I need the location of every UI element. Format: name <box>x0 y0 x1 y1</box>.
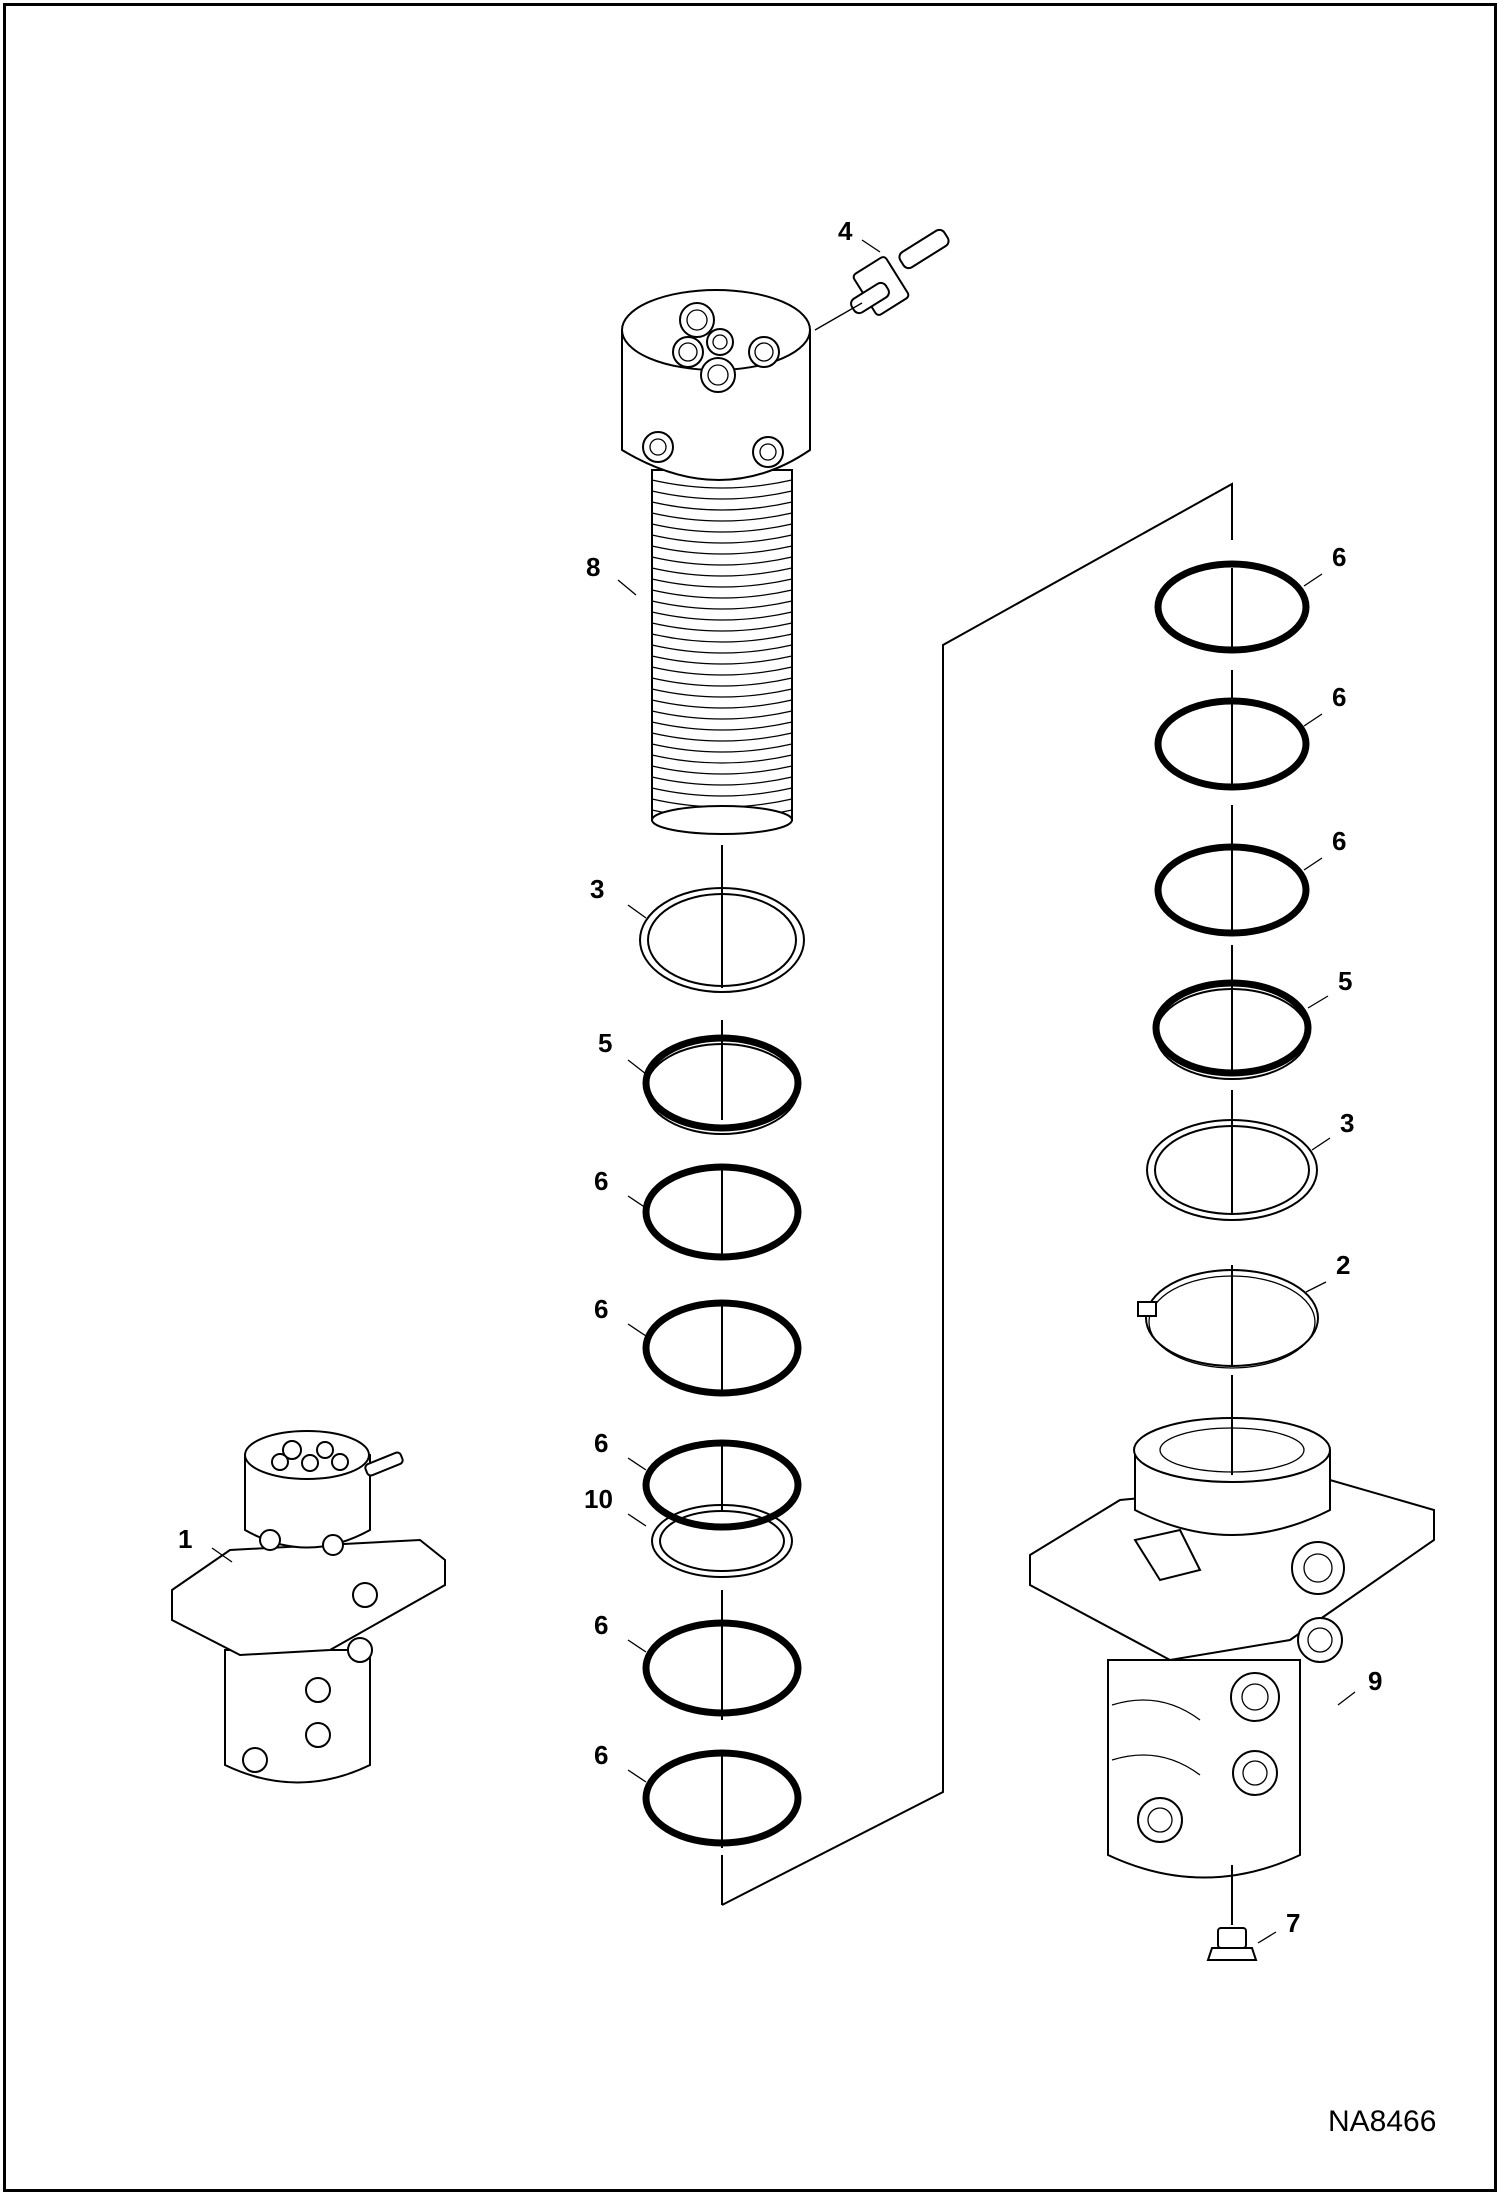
rotor-groove <box>651 677 793 687</box>
rotor-groove <box>651 523 793 533</box>
right-ring-stack <box>1137 560 1319 1369</box>
leader-line <box>627 1639 647 1653</box>
rotor-groove <box>651 754 793 764</box>
rotor-groove <box>651 743 793 753</box>
callout-1: 1 <box>178 1524 192 1554</box>
callout-6-left-4: 6 <box>594 1610 608 1640</box>
rotor-groove <box>651 765 793 775</box>
callout-2: 2 <box>1336 1250 1350 1280</box>
callout-6-right-1: 6 <box>1332 542 1346 572</box>
callout-6-right-2: 6 <box>1332 682 1346 712</box>
rotor-groove <box>651 512 793 522</box>
callout-4: 4 <box>838 216 853 246</box>
rotor-groove <box>651 655 793 665</box>
rotor-groove <box>651 633 793 643</box>
callout-7: 7 <box>1286 1908 1300 1938</box>
leader-line <box>1303 857 1323 871</box>
rotor-groove <box>651 721 793 731</box>
leader-line <box>627 1195 647 1209</box>
rotor-groove <box>651 589 793 599</box>
callout-5-right: 5 <box>1338 966 1352 996</box>
rotor-groove <box>651 699 793 709</box>
part-9-housing <box>1029 1417 1435 1879</box>
rotor-groove <box>651 578 793 588</box>
rotor-groove <box>651 688 793 698</box>
callout-3-left: 3 <box>590 874 604 904</box>
part-7-plug <box>1206 1927 1258 1961</box>
rotor-groove <box>651 776 793 786</box>
connector-line <box>721 482 1233 1906</box>
figure-id: NA8466 <box>1328 2105 1436 2138</box>
leader-line <box>1303 713 1323 727</box>
leader-line <box>627 1323 647 1337</box>
leader-line <box>627 904 647 919</box>
rotor-groove <box>651 534 793 544</box>
callout-6-left-2: 6 <box>594 1294 608 1324</box>
leader-line <box>1305 1281 1327 1293</box>
rotor-groove <box>651 490 793 500</box>
part-6-ring-left-3 <box>642 1439 802 1531</box>
part-8-rotor <box>621 289 811 835</box>
rotor-groove <box>651 787 793 797</box>
leader-line <box>1303 573 1323 587</box>
leader-line <box>627 1457 647 1471</box>
callout-8: 8 <box>586 552 600 582</box>
leader-line-1 <box>211 1547 233 1563</box>
callout-6-right-3: 6 <box>1332 826 1346 856</box>
rotor-groove <box>651 501 793 511</box>
callout-5-left: 5 <box>598 1028 612 1058</box>
leader-line-8 <box>617 579 637 596</box>
leader-line <box>1307 995 1329 1009</box>
rotor-groove <box>651 600 793 610</box>
callout-10: 10 <box>584 1484 613 1514</box>
part-1-assembly <box>171 1430 446 1784</box>
rotor-groove <box>651 710 793 720</box>
rotor-groove <box>651 556 793 566</box>
rotor-groove <box>651 644 793 654</box>
leader-tick-4 <box>861 239 881 253</box>
drawing-border <box>3 3 1497 2192</box>
leader-line-9 <box>1337 1691 1356 1706</box>
callout-9: 9 <box>1368 1666 1382 1696</box>
leader-line <box>1311 1137 1331 1151</box>
callout-6-left-3: 6 <box>594 1428 608 1458</box>
part-2-snap-ring <box>1137 1269 1319 1369</box>
rotor-groove <box>651 545 793 555</box>
leader-line <box>627 1059 647 1075</box>
rotor-groove <box>651 622 793 632</box>
rotor-groove <box>651 567 793 577</box>
callout-6-left-5: 6 <box>594 1740 608 1770</box>
leader-line <box>627 1769 647 1783</box>
rotor-groove <box>651 611 793 621</box>
part-10-ring <box>651 1504 793 1578</box>
rotor-groove <box>651 479 793 489</box>
leader-line-7 <box>1257 1931 1277 1944</box>
callout-3-right: 3 <box>1340 1108 1354 1138</box>
rotor-groove <box>651 666 793 676</box>
leader-line-4 <box>814 302 863 331</box>
leader-line <box>627 1513 647 1527</box>
rotor-groove <box>651 732 793 742</box>
callout-6-left-1: 6 <box>594 1166 608 1196</box>
part-4-fitting <box>850 228 950 316</box>
left-ring-stack <box>639 887 805 1848</box>
